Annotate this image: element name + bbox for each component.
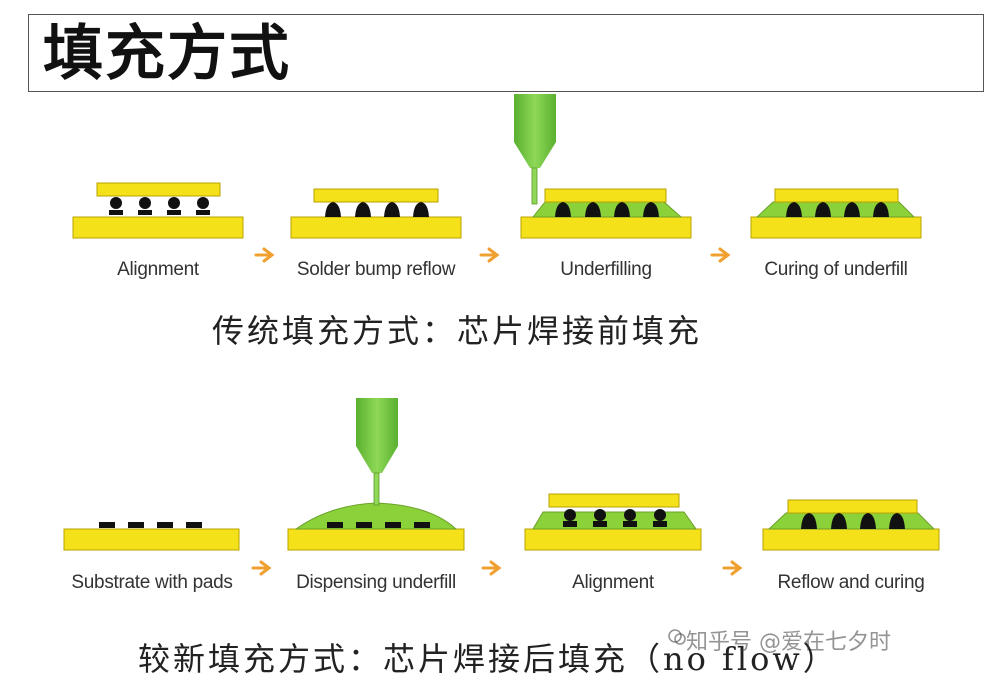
solder-bumps — [109, 197, 210, 215]
arrow-1 — [254, 247, 275, 263]
pads — [327, 522, 430, 528]
new-step2-dispensing-figure — [287, 398, 465, 551]
solder-bumps — [786, 202, 889, 217]
title-box: 填充方式 — [28, 14, 984, 92]
substrate — [520, 216, 692, 239]
substrate — [290, 216, 462, 239]
arrow-4 — [251, 560, 272, 576]
underfill — [532, 511, 697, 530]
step-label-alignment-2: Alignment — [572, 572, 654, 593]
trad-step3-underfilling-figure — [514, 94, 692, 239]
chip — [544, 188, 667, 203]
chip — [548, 493, 680, 508]
new-step1-substrate-figure — [63, 522, 240, 551]
chip — [313, 188, 439, 203]
substrate — [72, 216, 244, 239]
solder-bumps — [325, 202, 429, 217]
trad-step1-alignment-figure — [72, 182, 244, 239]
solder-bumps — [555, 202, 659, 217]
underfill — [767, 512, 936, 530]
dispensing-nozzle — [514, 94, 556, 205]
substrate — [524, 528, 702, 551]
new-step4-reflow-curing-figure — [762, 499, 940, 551]
arrow-5 — [481, 560, 502, 576]
solder-bumps — [801, 513, 905, 529]
page-title: 填充方式 — [43, 19, 291, 89]
step-label-curing-of-underfill: Curing of underfill — [764, 259, 908, 280]
step-label-underfilling: Underfilling — [560, 259, 652, 280]
traditional-caption: 传统填充方式：芯片焊接前填充 — [212, 312, 703, 350]
trad-step2-reflow-figure — [290, 188, 462, 239]
step-label-solder-bump-reflow: Solder bump reflow — [296, 259, 456, 280]
dispensing-nozzle — [356, 398, 398, 506]
new-method-caption: 较新填充方式：芯片焊接后填充（no flow） — [138, 640, 838, 678]
underfill-dome — [294, 502, 458, 530]
arrow-6 — [722, 560, 743, 576]
wechat-icon — [668, 629, 686, 645]
step-label-reflow-and-curing: Reflow and curing — [777, 572, 925, 593]
arrow-3 — [710, 247, 731, 263]
substrate — [287, 528, 465, 551]
arrow-2 — [479, 247, 500, 263]
chip — [96, 182, 221, 197]
chip — [774, 188, 899, 203]
step-label-dispensing-underfill: Dispensing underfill — [296, 572, 456, 593]
new-step3-alignment-figure — [524, 493, 702, 551]
solder-bumps — [563, 509, 667, 527]
pads — [99, 522, 202, 528]
underfill — [531, 201, 683, 218]
trad-step4-curing-figure — [750, 188, 922, 239]
watermark: 知乎号 @爱在七夕时 — [686, 630, 891, 655]
underfill — [755, 201, 916, 218]
step-label-substrate-with-pads: Substrate with pads — [71, 572, 233, 593]
step-label-alignment: Alignment — [117, 259, 199, 280]
substrate — [63, 528, 240, 551]
chip — [787, 499, 918, 514]
substrate — [762, 528, 940, 551]
substrate — [750, 216, 922, 239]
